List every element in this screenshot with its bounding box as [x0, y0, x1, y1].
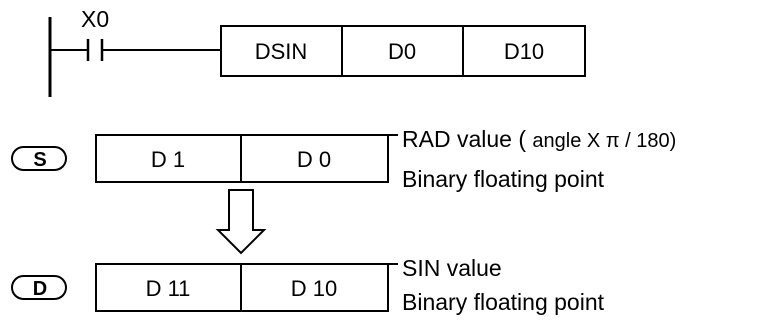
- source-high-word: D 1: [151, 147, 185, 172]
- destination-description-line1: SIN value: [402, 255, 502, 281]
- destination-low-word: D 10: [291, 276, 337, 301]
- source-tag-shape: [11, 146, 67, 171]
- destination-tag: D: [11, 275, 67, 300]
- destination-tag-shape: [11, 275, 67, 300]
- contact-label: X0: [81, 6, 109, 32]
- destination-tag-letter: D: [33, 278, 47, 300]
- source-tag-letter: S: [33, 149, 46, 171]
- instruction-box: [220, 25, 586, 77]
- source-description-line1: RAD value ( angle X π / 180): [402, 126, 676, 152]
- source-description-line2: Binary floating point: [402, 166, 605, 192]
- destination-high-word: D 11: [146, 276, 191, 301]
- source-register-group: S D 1 D 0 RAD value ( angle X π / 180) B…: [11, 126, 676, 192]
- conversion-arrow: [215, 189, 267, 255]
- source-operand: D0: [388, 39, 416, 64]
- instruction-name: DSIN: [255, 39, 308, 64]
- source-tag: S: [11, 146, 67, 171]
- destination-operand: D10: [504, 39, 544, 64]
- destination-description-line2: Binary floating point: [402, 289, 605, 315]
- destination-register-group: D D 11 D 10 SIN value Binary floating po…: [11, 255, 605, 315]
- source-low-word: D 0: [297, 147, 331, 172]
- source-description-prefix: RAD value (: [402, 126, 532, 152]
- source-description-formula: angle X π / 180): [532, 130, 676, 152]
- ladder-rung: X0 DSIN D0 D10: [48, 6, 586, 97]
